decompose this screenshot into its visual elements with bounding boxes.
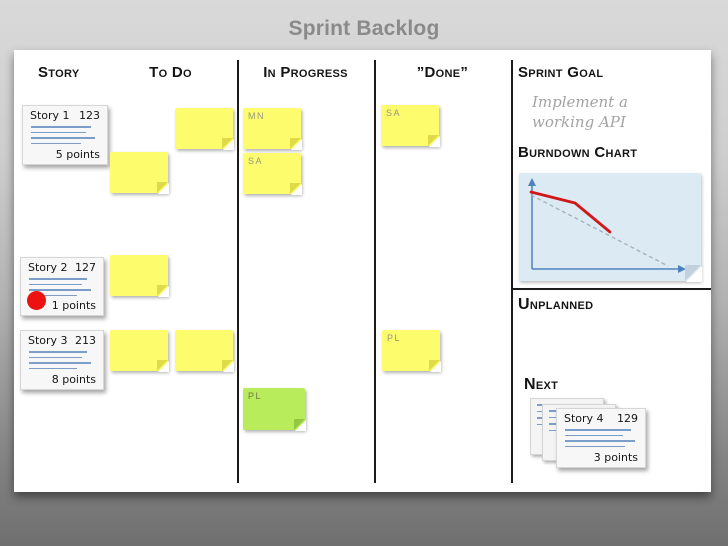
story-number: 213 bbox=[75, 334, 96, 347]
sticky-initials: PL bbox=[248, 391, 263, 401]
story-card-3: Story 3 213 8 points bbox=[20, 330, 104, 390]
burndown-actual-line bbox=[529, 190, 612, 234]
sticky-note-done: SA bbox=[381, 105, 440, 147]
right-panel-divider bbox=[512, 288, 711, 290]
x-axis-arrow-icon bbox=[678, 265, 686, 273]
sticky-note-done: PL bbox=[382, 330, 441, 372]
story-name: Story 4 bbox=[564, 412, 604, 425]
story-number: 129 bbox=[617, 412, 638, 425]
column-header-todo: To Do bbox=[149, 64, 192, 81]
story-name: Story 3 bbox=[28, 334, 68, 347]
column-header-in-progress: In Progress bbox=[263, 64, 348, 81]
burndown-chart-canvas bbox=[528, 178, 686, 273]
sticky-initials: SA bbox=[386, 108, 402, 118]
sticky-initials: MN bbox=[248, 111, 265, 121]
burndown-chart-label: Burndown Chart bbox=[518, 144, 638, 161]
story-name: Story 2 bbox=[28, 261, 68, 274]
column-divider bbox=[511, 60, 513, 483]
y-axis-arrow-icon bbox=[528, 178, 536, 186]
sticky-note-in-progress-green: PL bbox=[243, 388, 306, 431]
burndown-chart bbox=[519, 173, 702, 282]
sticky-initials: SA bbox=[248, 156, 264, 166]
sticky-note-in-progress: SA bbox=[243, 153, 302, 195]
sticky-note-todo bbox=[110, 255, 169, 297]
column-header-story: Story bbox=[38, 64, 80, 81]
unplanned-label: Unplanned bbox=[518, 296, 594, 313]
story-points: 3 points bbox=[593, 451, 638, 464]
scrum-board: Story To Do In Progress ”Done” Sprint Go… bbox=[14, 50, 711, 492]
slide-title: Sprint Backlog bbox=[288, 17, 440, 40]
story-text-lines bbox=[21, 351, 103, 370]
story-card-1: Story 1 123 5 points bbox=[22, 105, 108, 165]
story-card-4: Story 4 129 3 points bbox=[556, 408, 646, 468]
sticky-note-todo bbox=[110, 152, 169, 194]
sprint-goal-text: Implement a working API bbox=[532, 93, 628, 131]
next-label: Next bbox=[524, 376, 559, 393]
story-points: 1 points bbox=[51, 299, 96, 312]
story-card-2: Story 2 127 1 points bbox=[20, 257, 104, 316]
sticky-note-todo bbox=[175, 108, 234, 150]
story-number: 127 bbox=[75, 261, 96, 274]
sticky-initials: PL bbox=[387, 333, 402, 343]
story-number: 123 bbox=[79, 109, 100, 122]
red-priority-dot bbox=[27, 291, 46, 310]
column-header-sprint-goal: Sprint Goal bbox=[518, 64, 604, 81]
column-divider bbox=[237, 60, 239, 483]
sticky-note-todo bbox=[175, 330, 234, 372]
story-text-lines bbox=[23, 126, 107, 145]
story-points: 8 points bbox=[51, 373, 96, 386]
column-header-done: ”Done” bbox=[416, 64, 469, 81]
story-points: 5 points bbox=[55, 148, 100, 161]
sticky-note-in-progress: MN bbox=[243, 108, 302, 150]
sticky-note-todo bbox=[110, 330, 169, 372]
story-text-lines bbox=[557, 429, 645, 448]
burndown-ideal-line bbox=[530, 194, 669, 267]
story-name: Story 1 bbox=[30, 109, 70, 122]
column-divider bbox=[374, 60, 376, 483]
story-text-lines bbox=[21, 278, 103, 297]
